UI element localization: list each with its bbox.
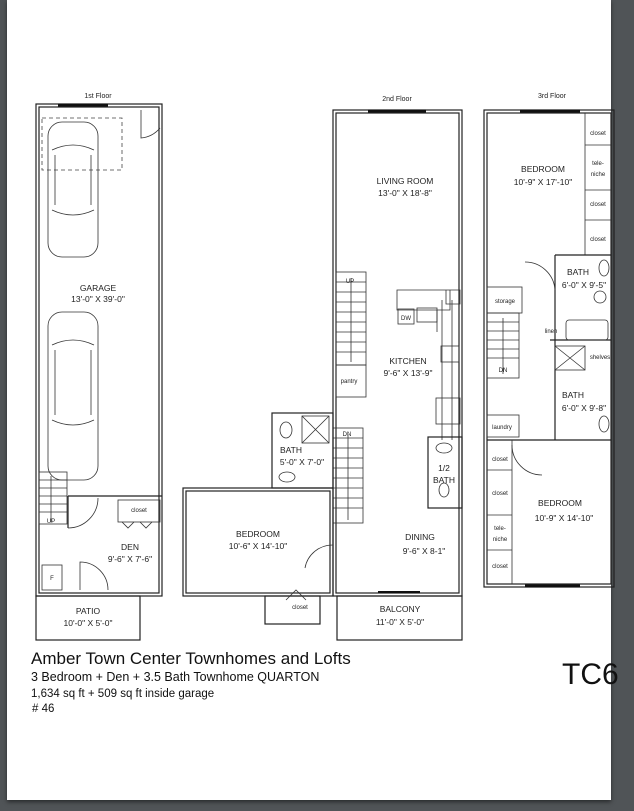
car-icon (47, 121, 99, 258)
svg-text:tele-: tele- (494, 526, 506, 532)
unit-number: # 46 (32, 703, 55, 715)
kitchen-size: 9'-6" X 13'-9" (384, 368, 433, 378)
dishwasher (397, 308, 415, 325)
second-floor-label: 2nd Floor (382, 96, 412, 103)
svg-text:closet: closet (590, 202, 606, 208)
bedroom (182, 487, 334, 597)
svg-text:DN: DN (499, 368, 508, 374)
svg-text:UP: UP (47, 519, 55, 525)
den-name: DEN (121, 542, 139, 552)
bedroom-top-name: BEDROOM (521, 164, 565, 174)
svg-text:linen: linen (545, 329, 558, 335)
svg-text:tele-: tele- (592, 161, 604, 167)
property-title: Amber Town Center Townhomes and Lofts (31, 649, 351, 668)
bathtub (565, 319, 609, 341)
svg-text:pantry: pantry (341, 379, 358, 385)
patio-name: PATIO (76, 606, 101, 616)
shower-icon (301, 415, 330, 444)
balcony-name: BALCONY (380, 604, 421, 614)
bath-mid-name: BATH (562, 390, 584, 400)
svg-text:niche: niche (493, 537, 508, 543)
unit-code: TC6 (562, 658, 619, 691)
garage-door[interactable] (140, 110, 161, 139)
patio-door[interactable] (79, 561, 109, 591)
svg-text:storage: storage (495, 299, 516, 305)
bath-name: BATH (280, 445, 302, 455)
bedroom-top-door[interactable] (524, 261, 556, 291)
unit-area: 1,634 sq ft + 509 sq ft inside garage (31, 688, 215, 700)
svg-text:niche: niche (591, 172, 606, 178)
svg-text:closet: closet (492, 491, 508, 497)
half-bath-line2: BATH (433, 475, 455, 485)
second-floor-plan: 2nd Floor LIVING ROOM 13'-0" X 18'-8" UP… (182, 96, 463, 641)
stairs-down: DN (486, 312, 520, 379)
third-floor-label: 3rd Floor (538, 93, 567, 100)
den-door[interactable] (67, 497, 99, 529)
bedroom-door[interactable] (304, 544, 334, 569)
bedroom-bottom-name: BEDROOM (538, 498, 582, 508)
bedroom-size: 10'-6" X 14'-10" (229, 541, 287, 551)
dining-name: DINING (405, 532, 435, 542)
furnace (41, 564, 63, 591)
half-bath (427, 436, 463, 509)
svg-text:closet: closet (590, 131, 606, 137)
svg-text:UP: UP (346, 279, 354, 285)
svg-text:closet: closet (131, 508, 147, 514)
refrigerator (435, 397, 461, 425)
bedroom-name: BEDROOM (236, 529, 280, 539)
svg-text:DN: DN (343, 432, 352, 438)
bath-top-name: BATH (567, 267, 589, 277)
shower-icon (554, 345, 586, 371)
patio (35, 595, 141, 641)
laundry (486, 414, 520, 438)
bedroom-top-size: 10'-9" X 17'-10" (514, 177, 572, 187)
garage-name: GARAGE (80, 283, 117, 293)
svg-text:closet: closet (292, 605, 308, 611)
sink-icon (416, 307, 438, 323)
den-size: 9'-6" X 7'-6" (108, 554, 152, 564)
kitchen-name: KITCHEN (389, 356, 426, 366)
stairs-up: UP (38, 471, 68, 525)
third-floor-plan: 3rd Floor closet tele- niche closet clos… (483, 93, 615, 588)
living-room-size: 13'-0" X 18'-8" (378, 188, 432, 198)
first-floor-plan: 1st Floor GARAGE 13'-0" X 39'-0" UP clos… (35, 93, 163, 641)
stove-icon (440, 345, 460, 363)
svg-text:laundry: laundry (492, 425, 512, 431)
svg-text:closet: closet (492, 457, 508, 463)
svg-text:F: F (50, 576, 54, 582)
stairs-down: DN (332, 427, 364, 524)
bath-size: 5'-0" X 7'-0" (280, 457, 324, 467)
closet (264, 595, 321, 625)
den-closet (117, 499, 161, 523)
balcony (336, 595, 463, 641)
stairs-up: UP (335, 271, 367, 366)
bath-top-size: 6'-0" X 9'-5" (562, 280, 606, 290)
svg-text:closet: closet (590, 237, 606, 243)
svg-text:closet: closet (492, 564, 508, 570)
balcony-size: 11'-0" X 5'-0" (376, 617, 424, 627)
living-room-name: LIVING ROOM (377, 176, 434, 186)
svg-text:DW: DW (401, 316, 411, 322)
bedroom-bottom-door[interactable] (511, 444, 543, 476)
car-icon (47, 311, 99, 481)
document-page (7, 0, 611, 800)
svg-text:shelves: shelves (590, 355, 610, 361)
bath-mid-size: 6'-0" X 9'-8" (562, 403, 606, 413)
patio-size: 10'-0" X 5'-0" (64, 618, 113, 628)
first-floor-label: 1st Floor (84, 93, 112, 100)
garage-size: 13'-0" X 39'-0" (71, 294, 125, 304)
pantry (335, 364, 367, 398)
bedroom-bottom-size: 10'-9" X 14'-10" (535, 513, 593, 523)
half-bath-line1: 1/2 (438, 463, 450, 473)
dining-size: 9'-6" X 8-1" (403, 546, 446, 556)
garage-door-outline (41, 117, 123, 171)
unit-description: 3 Bedroom + Den + 3.5 Bath Townhome QUAR… (31, 670, 320, 684)
